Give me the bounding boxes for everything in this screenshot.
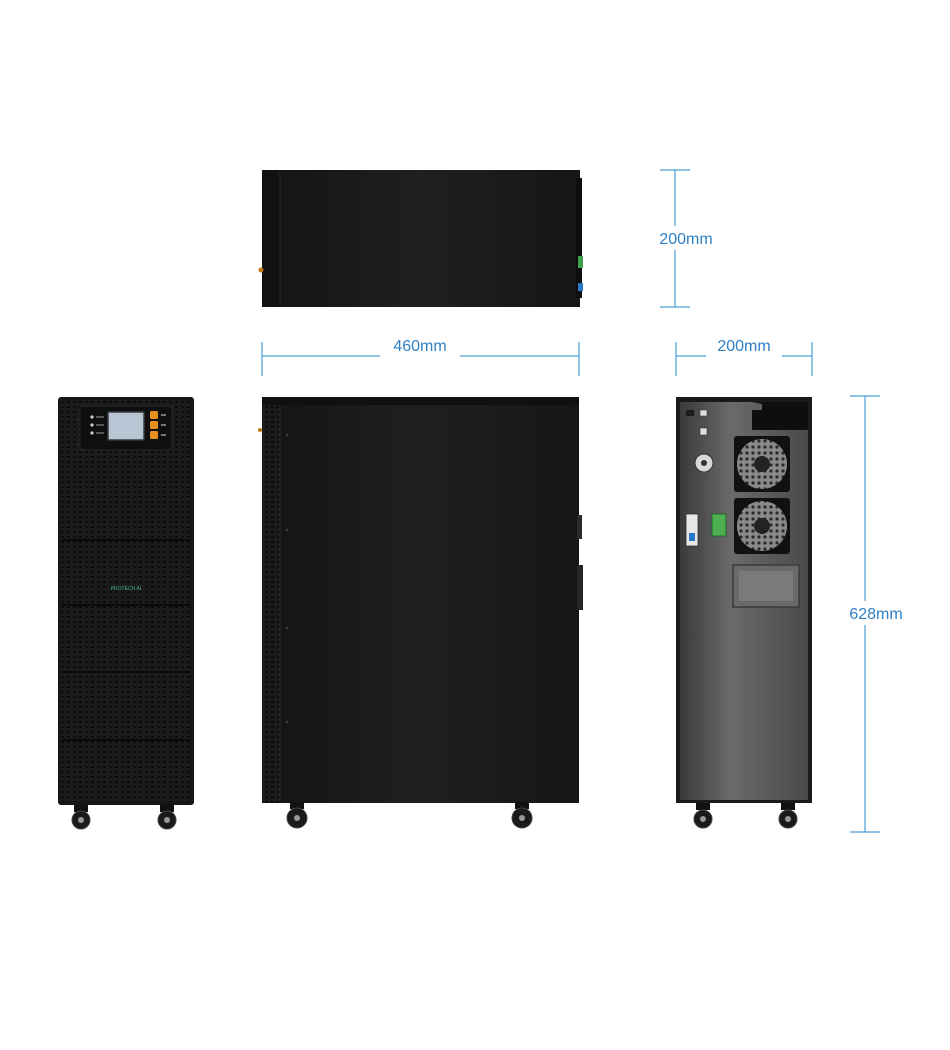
caster bbox=[71, 804, 91, 830]
caster bbox=[286, 802, 308, 829]
panel-button-orange bbox=[150, 431, 158, 439]
terminal-green-indicator bbox=[578, 256, 583, 268]
lcd-screen bbox=[107, 411, 145, 441]
rear-depth-label: 200mm bbox=[717, 338, 770, 355]
cooling-fan bbox=[734, 498, 790, 554]
caster bbox=[778, 803, 798, 829]
caster bbox=[511, 802, 533, 829]
status-led bbox=[90, 415, 94, 419]
brand-logo: PROTECH.AI bbox=[111, 586, 142, 592]
cooling-fan bbox=[734, 436, 790, 492]
rear-top-port bbox=[752, 402, 808, 430]
circuit-breaker bbox=[685, 513, 699, 547]
top-view-unit bbox=[258, 170, 583, 307]
status-led bbox=[90, 423, 94, 427]
terminal-block bbox=[711, 513, 727, 537]
top-depth-label: 200mm bbox=[659, 231, 712, 248]
dimension-top-depth: 200mm bbox=[650, 169, 722, 308]
connector-blue-indicator bbox=[578, 283, 583, 291]
front-view-unit: PROTECH.AI bbox=[58, 397, 194, 830]
caster bbox=[693, 803, 713, 829]
status-led bbox=[90, 431, 94, 435]
dimension-height: 628mm bbox=[842, 395, 910, 833]
panel-button-orange bbox=[150, 411, 158, 419]
height-label: 628mm bbox=[849, 606, 902, 623]
panel-button-orange bbox=[150, 421, 158, 429]
dimension-side-width: 460mm bbox=[261, 333, 580, 376]
side-view-unit bbox=[258, 397, 583, 829]
rear-view-unit bbox=[676, 397, 812, 829]
dimension-rear-depth: 200mm bbox=[675, 333, 813, 376]
side-width-label: 460mm bbox=[393, 338, 446, 355]
caster bbox=[157, 804, 177, 830]
